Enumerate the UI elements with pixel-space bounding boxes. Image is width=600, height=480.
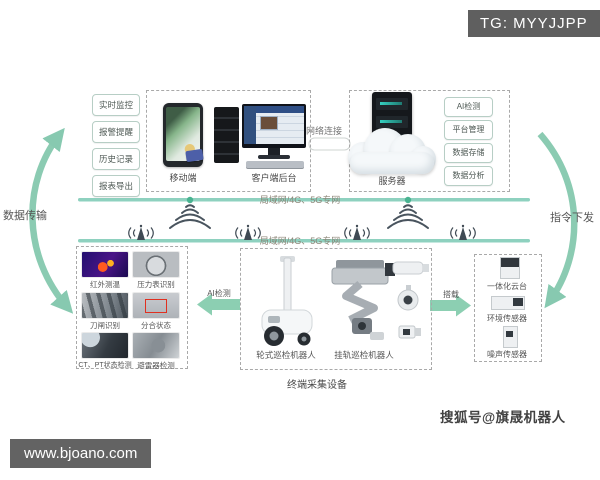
thermal-image bbox=[82, 252, 128, 277]
arrester-image bbox=[133, 333, 179, 358]
desktop-label: 客户端后台 bbox=[251, 173, 297, 183]
feature-pill: 数据分析 bbox=[444, 166, 493, 186]
sensor-label: 噪声传感器 bbox=[487, 350, 527, 359]
feature-pill: 报表导出 bbox=[92, 175, 140, 197]
client-server-link bbox=[308, 137, 351, 151]
ai-detection-group-box bbox=[76, 246, 188, 369]
detect-label: 刀闸识别 bbox=[90, 321, 120, 330]
feature-pill: 历史记录 bbox=[92, 148, 140, 170]
gauge-image bbox=[133, 252, 179, 277]
monitor-screen bbox=[244, 106, 304, 144]
client-group-box bbox=[146, 90, 311, 192]
keyboard-image bbox=[246, 161, 304, 168]
tg-badge: TG: MYYJJPP bbox=[468, 10, 600, 37]
server-label: 服务器 bbox=[378, 176, 406, 186]
detect-label: 分合状态 bbox=[141, 321, 171, 330]
env-sensor-image bbox=[491, 296, 525, 310]
wheeled-robot-image bbox=[261, 256, 313, 346]
dome-camera-image bbox=[397, 285, 419, 311]
antenna-tower-icon bbox=[128, 224, 154, 240]
wifi-signal-icon bbox=[387, 196, 429, 229]
detect-label: CT、PT状态检测 bbox=[78, 362, 132, 369]
server-group-box bbox=[349, 90, 510, 192]
monitor-stand bbox=[268, 148, 280, 155]
feature-pill: 平台管理 bbox=[444, 120, 493, 140]
wheeled-robot-label: 轮式巡检机器人 bbox=[256, 350, 316, 360]
wifi-signal-icon bbox=[169, 196, 211, 229]
noise-sensor-image bbox=[503, 326, 518, 348]
mount-arrow-label: 搭载 bbox=[443, 290, 459, 299]
antenna-tower-icon bbox=[450, 224, 476, 240]
server-bay bbox=[376, 98, 408, 110]
ctpt-image bbox=[82, 333, 128, 358]
detect-label: 避雷器检测 bbox=[137, 361, 175, 370]
data-upload-label: 数据传输 bbox=[3, 210, 47, 222]
command-download-label: 指令下发 bbox=[550, 212, 594, 224]
sensor-label: 一体化云台 bbox=[487, 282, 527, 291]
rail-robot-label: 挂轨巡检机器人 bbox=[334, 350, 394, 360]
watermark: 搜狐号@旗晟机器人 bbox=[440, 410, 566, 425]
phone-card-image bbox=[185, 148, 204, 163]
feature-pill: 数据存储 bbox=[444, 143, 493, 163]
terminal-group-box bbox=[240, 248, 432, 370]
terminal-caption: 终端采集设备 bbox=[287, 380, 347, 391]
status-image bbox=[133, 293, 179, 318]
mobile-label: 移动端 bbox=[169, 173, 197, 183]
cloud-image bbox=[348, 126, 438, 176]
detect-label: 压力表识别 bbox=[137, 280, 175, 289]
bullet-camera-image bbox=[385, 261, 429, 276]
terminal-device-image bbox=[398, 325, 421, 339]
ai-detect-arrow-label: AI检测 bbox=[207, 289, 231, 298]
monitor-base bbox=[258, 155, 290, 159]
feature-pill: 报警提醒 bbox=[92, 121, 140, 143]
site-badge: www.bjoano.com bbox=[10, 439, 152, 468]
detect-label: 红外测温 bbox=[90, 280, 120, 289]
server-bay bbox=[376, 116, 408, 128]
network-link-label: 网络连接 bbox=[306, 126, 343, 136]
network-bus2-label: 局域网/4G、5G专网 bbox=[259, 236, 341, 246]
ptz-camera-image bbox=[500, 257, 520, 279]
pc-tower-image bbox=[214, 107, 239, 163]
monitor-thumb bbox=[260, 116, 278, 130]
sensor-label: 环境传感器 bbox=[487, 314, 527, 323]
feature-pill: 实时监控 bbox=[92, 94, 140, 116]
feature-pill: AI检测 bbox=[444, 97, 493, 117]
network-bus1-label: 局域网/4G、5G专网 bbox=[259, 195, 341, 205]
sensor-group-box bbox=[474, 254, 542, 362]
monitor-image bbox=[242, 104, 306, 148]
switch-image bbox=[82, 293, 128, 318]
